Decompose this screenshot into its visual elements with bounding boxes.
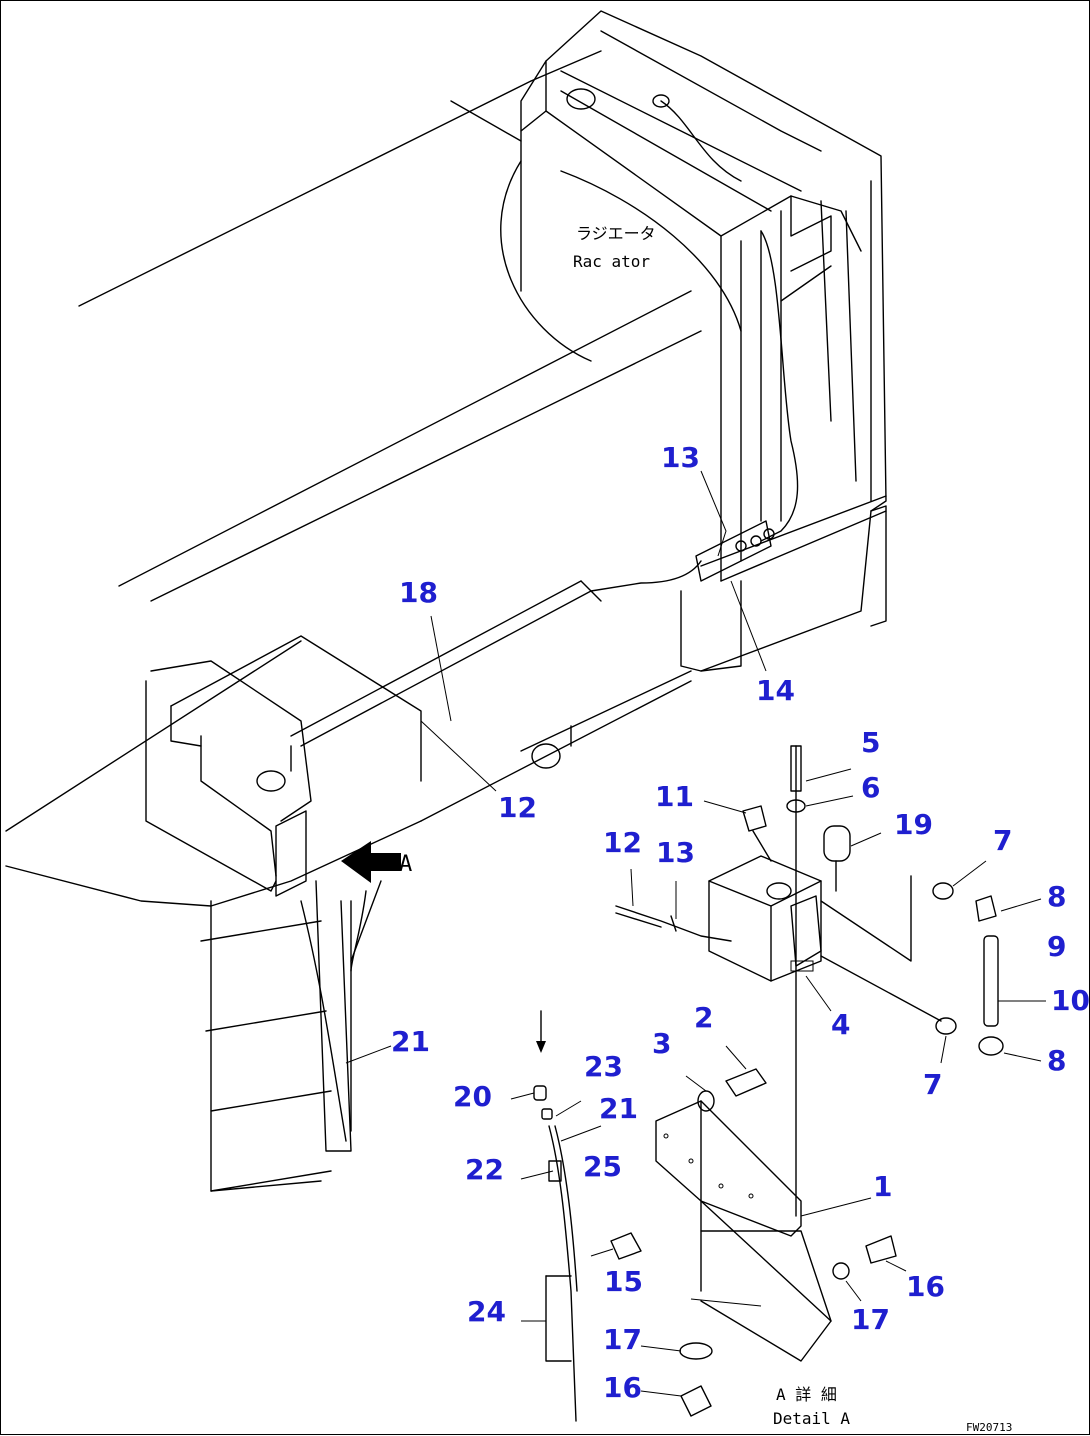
callout-12-upper: 12 — [498, 791, 537, 824]
drawing-code: FW20713 — [966, 1421, 1013, 1434]
drain-hose-exploded — [510, 1010, 642, 1422]
callout-5: 5 — [861, 726, 881, 759]
callout-19: 19 — [894, 808, 933, 841]
callout-14: 14 — [756, 674, 795, 707]
callout-23: 23 — [584, 1050, 623, 1083]
mounted-tank — [145, 660, 401, 1192]
machine-frame — [5, 50, 702, 907]
callout-21-right: 21 — [599, 1092, 638, 1125]
callout-3: 3 — [652, 1027, 672, 1060]
callout-18: 18 — [399, 576, 438, 609]
hose-routing — [290, 230, 799, 772]
callout-4: 4 — [831, 1008, 851, 1041]
callout-10: 10 — [1051, 984, 1090, 1017]
radiator-label-jp: ラジエータ — [576, 224, 656, 243]
callout-25: 25 — [583, 1150, 622, 1183]
bracket-exploded — [640, 1045, 907, 1417]
radiator-label-en: Rac ator — [573, 252, 651, 271]
callout-7-lower: 7 — [923, 1068, 943, 1101]
callout-16-bottom: 16 — [603, 1371, 642, 1404]
callout-11: 11 — [655, 780, 694, 813]
callout-21-left: 21 — [391, 1025, 430, 1058]
callout-16-right: 16 — [906, 1270, 945, 1303]
view-letter-a: A — [399, 852, 413, 877]
callout-15: 15 — [604, 1265, 643, 1298]
callout-8-upper: 8 — [1047, 880, 1067, 913]
callout-12-lower: 12 — [603, 826, 642, 859]
reserve-tank-exploded — [345, 470, 1046, 1217]
callout-20: 20 — [453, 1080, 492, 1113]
callout-1: 1 — [873, 1170, 893, 1203]
callout-13-upper: 13 — [661, 441, 700, 474]
callout-9: 9 — [1047, 930, 1067, 963]
callout-17-bottom: 17 — [603, 1323, 642, 1356]
detail-label-en: Detail A — [773, 1409, 851, 1428]
radiator-housing — [500, 10, 887, 752]
callout-6: 6 — [861, 771, 881, 804]
detail-label-jp: A 詳 細 — [776, 1385, 837, 1404]
callout-13-lower: 13 — [656, 836, 695, 869]
callout-17-right: 17 — [851, 1303, 890, 1336]
callout-8-lower: 8 — [1047, 1044, 1067, 1077]
callout-2: 2 — [694, 1001, 714, 1034]
callout-7-upper: 7 — [993, 824, 1013, 857]
callout-24: 24 — [467, 1295, 506, 1328]
callout-22: 22 — [465, 1153, 504, 1186]
